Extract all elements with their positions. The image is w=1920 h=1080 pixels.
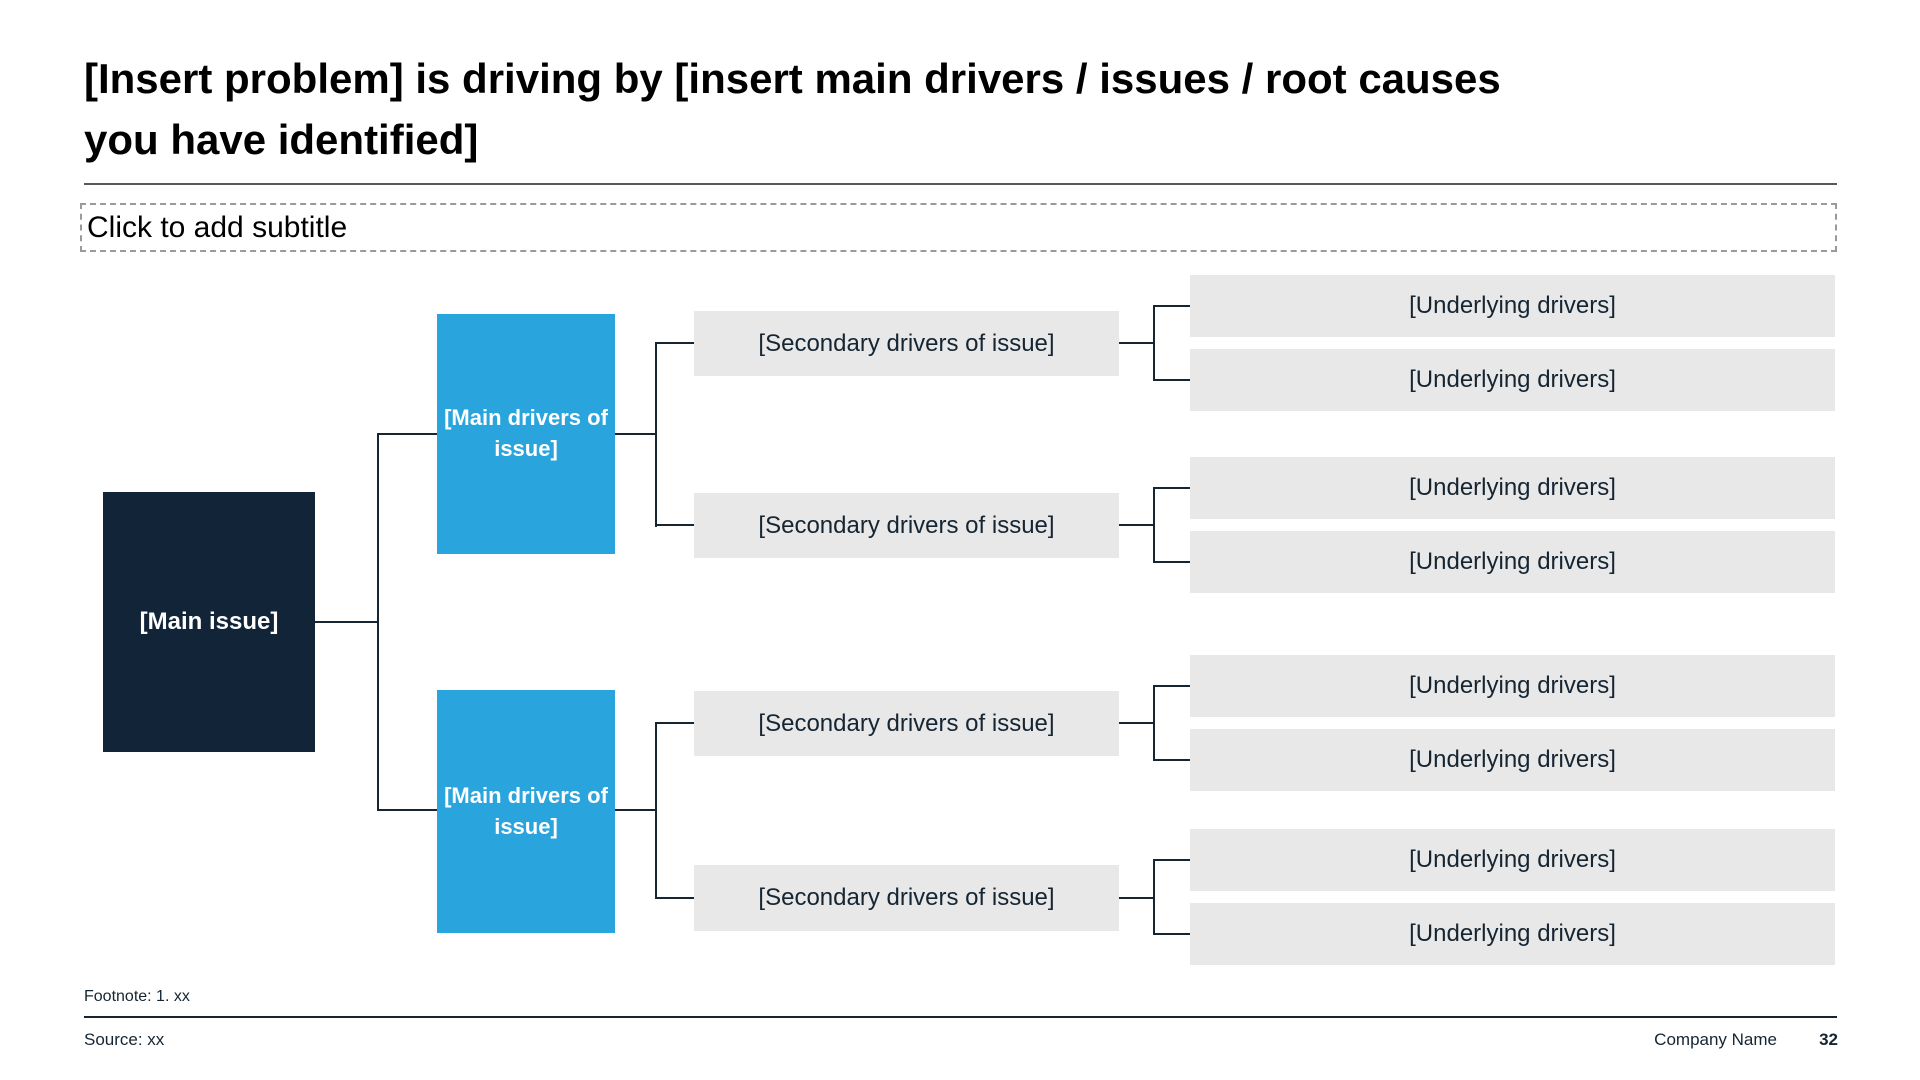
connector-line — [377, 433, 437, 435]
underlying-driver-8-label: [Underlying drivers] — [1409, 920, 1616, 947]
subtitle-placeholder[interactable]: Click to add subtitle — [80, 203, 1837, 252]
main-driver-1-label: [Main drivers of issue] — [444, 405, 608, 461]
connector-line — [1153, 859, 1190, 861]
connector-line — [655, 342, 694, 344]
connector-line — [1119, 897, 1153, 899]
connector-line — [315, 621, 377, 623]
underlying-driver-box-8[interactable]: [Underlying drivers] — [1190, 903, 1835, 965]
underlying-driver-1-label: [Underlying drivers] — [1409, 292, 1616, 319]
connector-line — [1153, 305, 1190, 307]
connector-line — [655, 722, 694, 724]
underlying-driver-box-3[interactable]: [Underlying drivers] — [1190, 457, 1835, 519]
secondary-driver-2-label: [Secondary drivers of issue] — [758, 511, 1055, 539]
connector-line — [1153, 487, 1190, 489]
main-driver-box-1[interactable]: [Main drivers of issue] — [437, 314, 615, 554]
connector-line — [1153, 305, 1155, 381]
footer-divider-line — [84, 1016, 1837, 1018]
connector-line — [1153, 859, 1155, 935]
slide-title-line-1: [Insert problem] is driving by [insert m… — [84, 55, 1501, 102]
secondary-driver-box-2[interactable]: [Secondary drivers of issue] — [694, 493, 1119, 558]
slide-title[interactable]: [Insert problem] is driving by [insert m… — [84, 48, 1874, 170]
connector-line — [615, 433, 655, 435]
secondary-driver-3-label: [Secondary drivers of issue] — [758, 709, 1055, 737]
slide-title-line-2: you have identified] — [84, 116, 479, 163]
title-divider-line — [84, 183, 1837, 185]
secondary-driver-box-1[interactable]: [Secondary drivers of issue] — [694, 311, 1119, 376]
underlying-driver-box-5[interactable]: [Underlying drivers] — [1190, 655, 1835, 717]
connector-line — [1153, 933, 1190, 935]
secondary-driver-4-label: [Secondary drivers of issue] — [758, 884, 1055, 911]
subtitle-placeholder-text: Click to add subtitle — [87, 210, 348, 244]
connector-line — [377, 433, 379, 811]
connector-line — [615, 809, 655, 811]
connector-line — [1119, 342, 1153, 344]
underlying-driver-2-label: [Underlying drivers] — [1409, 366, 1616, 393]
connector-line — [655, 342, 657, 527]
footnote-text[interactable]: Footnote: 1. xx — [84, 988, 190, 1005]
connector-line — [1153, 487, 1155, 563]
underlying-driver-4-label: [Underlying drivers] — [1409, 548, 1616, 575]
underlying-driver-box-4[interactable]: [Underlying drivers] — [1190, 531, 1835, 593]
main-issue-box[interactable]: [Main issue] — [103, 492, 315, 752]
connector-line — [1153, 759, 1190, 761]
connector-line — [655, 524, 694, 526]
connector-line — [377, 809, 437, 811]
main-driver-box-2[interactable]: [Main drivers of issue] — [437, 690, 615, 933]
connector-line — [655, 897, 694, 899]
secondary-driver-box-4[interactable]: [Secondary drivers of issue] — [694, 865, 1119, 931]
connector-line — [1119, 722, 1153, 724]
main-issue-label: [Main issue] — [139, 608, 279, 635]
underlying-driver-box-6[interactable]: [Underlying drivers] — [1190, 729, 1835, 791]
connector-line — [1153, 561, 1190, 563]
connector-line — [1153, 379, 1190, 381]
underlying-driver-5-label: [Underlying drivers] — [1409, 672, 1616, 699]
underlying-driver-box-1[interactable]: [Underlying drivers] — [1190, 275, 1835, 337]
underlying-driver-box-7[interactable]: [Underlying drivers] — [1190, 829, 1835, 891]
underlying-driver-7-label: [Underlying drivers] — [1409, 846, 1616, 873]
underlying-driver-6-label: [Underlying drivers] — [1409, 746, 1616, 773]
underlying-driver-3-label: [Underlying drivers] — [1409, 474, 1616, 501]
company-name: Company Name — [1654, 1030, 1777, 1049]
connector-line — [1153, 685, 1155, 761]
secondary-driver-box-3[interactable]: [Secondary drivers of issue] — [694, 691, 1119, 756]
secondary-driver-1-label: [Secondary drivers of issue] — [758, 329, 1055, 357]
page-number: 32 — [1819, 1030, 1838, 1049]
connector-line — [1119, 524, 1153, 526]
connector-line — [655, 722, 657, 899]
underlying-driver-box-2[interactable]: [Underlying drivers] — [1190, 349, 1835, 411]
main-driver-2-label: [Main drivers of issue] — [444, 782, 608, 839]
connector-line — [1153, 685, 1190, 687]
source-text[interactable]: Source: xx — [84, 1030, 165, 1049]
